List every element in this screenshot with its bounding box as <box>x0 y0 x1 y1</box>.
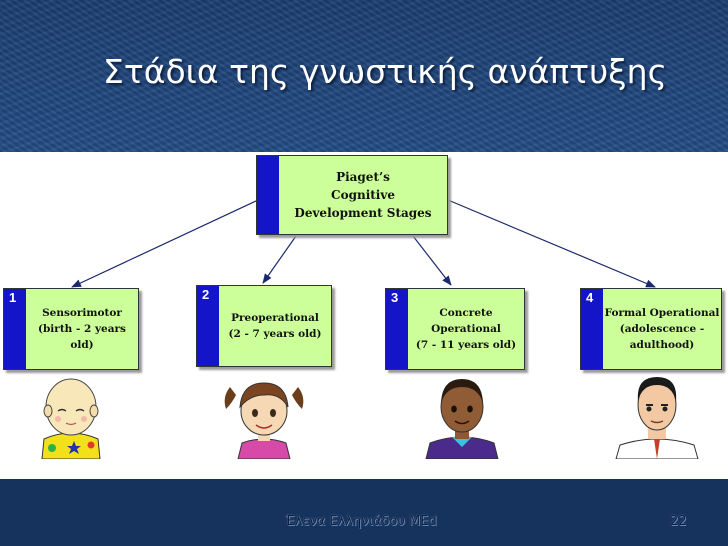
bottom-band <box>0 479 728 546</box>
stage-number-2: 2 <box>202 287 210 302</box>
stage-3-line-2: Operational <box>431 323 501 335</box>
footer-page-number: 22 <box>670 514 687 529</box>
stage-number-1: 1 <box>9 290 17 305</box>
adult-man-icon <box>615 377 699 459</box>
stage-number-3: 3 <box>391 290 399 305</box>
infant-icon <box>41 378 101 459</box>
stage-1-line-1: Sensorimotor <box>42 307 122 319</box>
stage-4-line-3: adulthood) <box>629 339 695 351</box>
stage-3-line-3: (7 - 11 years old) <box>415 339 517 351</box>
stage-box-4: 4 Formal Operational (adolescence - adul… <box>580 288 722 370</box>
arrow-to-stage-1 <box>71 199 259 288</box>
root-line-2: Cognitive <box>331 188 395 202</box>
arrow-to-stage-4 <box>447 199 656 288</box>
footer-author: Έλενα Ελληνιάδου MEd <box>285 514 437 529</box>
stage-2-line-2: (2 - 7 years old) <box>228 328 322 340</box>
stage-number-4: 4 <box>586 290 594 305</box>
root-line-1: Piaget’s <box>336 170 390 184</box>
arrow-to-stage-3 <box>412 235 452 286</box>
stage-4-line-2: (adolescence - <box>619 323 705 335</box>
stage-box-3: 3 Concrete Operational (7 - 11 years old… <box>385 288 525 370</box>
root-line-3: Development Stages <box>294 206 432 220</box>
stage-box-1: 1 Sensorimotor (birth - 2 years old) <box>3 288 139 370</box>
stage-1-line-2: (birth - 2 years <box>38 323 126 335</box>
stage-3-line-1: Concrete <box>439 307 493 319</box>
boy-icon <box>425 379 499 459</box>
slide-title: Στάδια της γνωστικής ανάπτυξης <box>103 52 667 91</box>
root-box: Piaget’s Cognitive Development Stages <box>256 155 448 235</box>
stage-box-2: 2 Preoperational (2 - 7 years old) <box>196 285 332 367</box>
girl-icon <box>224 382 304 459</box>
stage-1-line-3: old) <box>70 339 94 351</box>
arrow-to-stage-2 <box>262 235 297 284</box>
stage-2-line-1: Preoperational <box>231 312 319 324</box>
root-box-bar <box>257 156 279 234</box>
stage-4-line-1: Formal Operational <box>604 307 720 319</box>
